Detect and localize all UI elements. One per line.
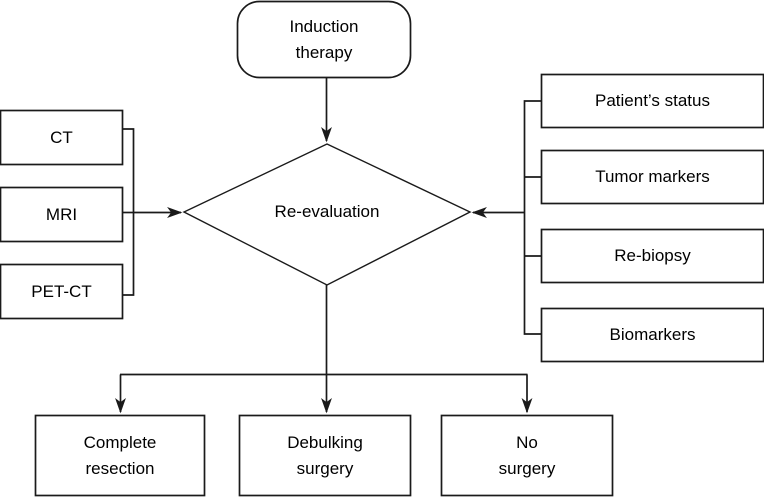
- node-ct-shape: [0, 109, 124, 166]
- node-complete-resection-shape: [34, 414, 206, 497]
- node-tumor-markers-shape: [540, 149, 764, 205]
- node-re-biopsy-shape: [540, 228, 764, 284]
- node-mri-shape: [0, 186, 124, 243]
- node-debulking-surgery-shape: [238, 414, 412, 497]
- node-no-surgery-shape: [440, 414, 614, 497]
- node-re-evaluation-shape: [182, 143, 472, 286]
- node-induction-therapy-shape: [236, 0, 412, 79]
- node-biomarkers-shape: [540, 307, 764, 363]
- node-patients-status-shape: [540, 73, 764, 129]
- edge-clinical-bracket: [523, 100, 542, 335]
- node-pet-ct-shape: [0, 263, 124, 320]
